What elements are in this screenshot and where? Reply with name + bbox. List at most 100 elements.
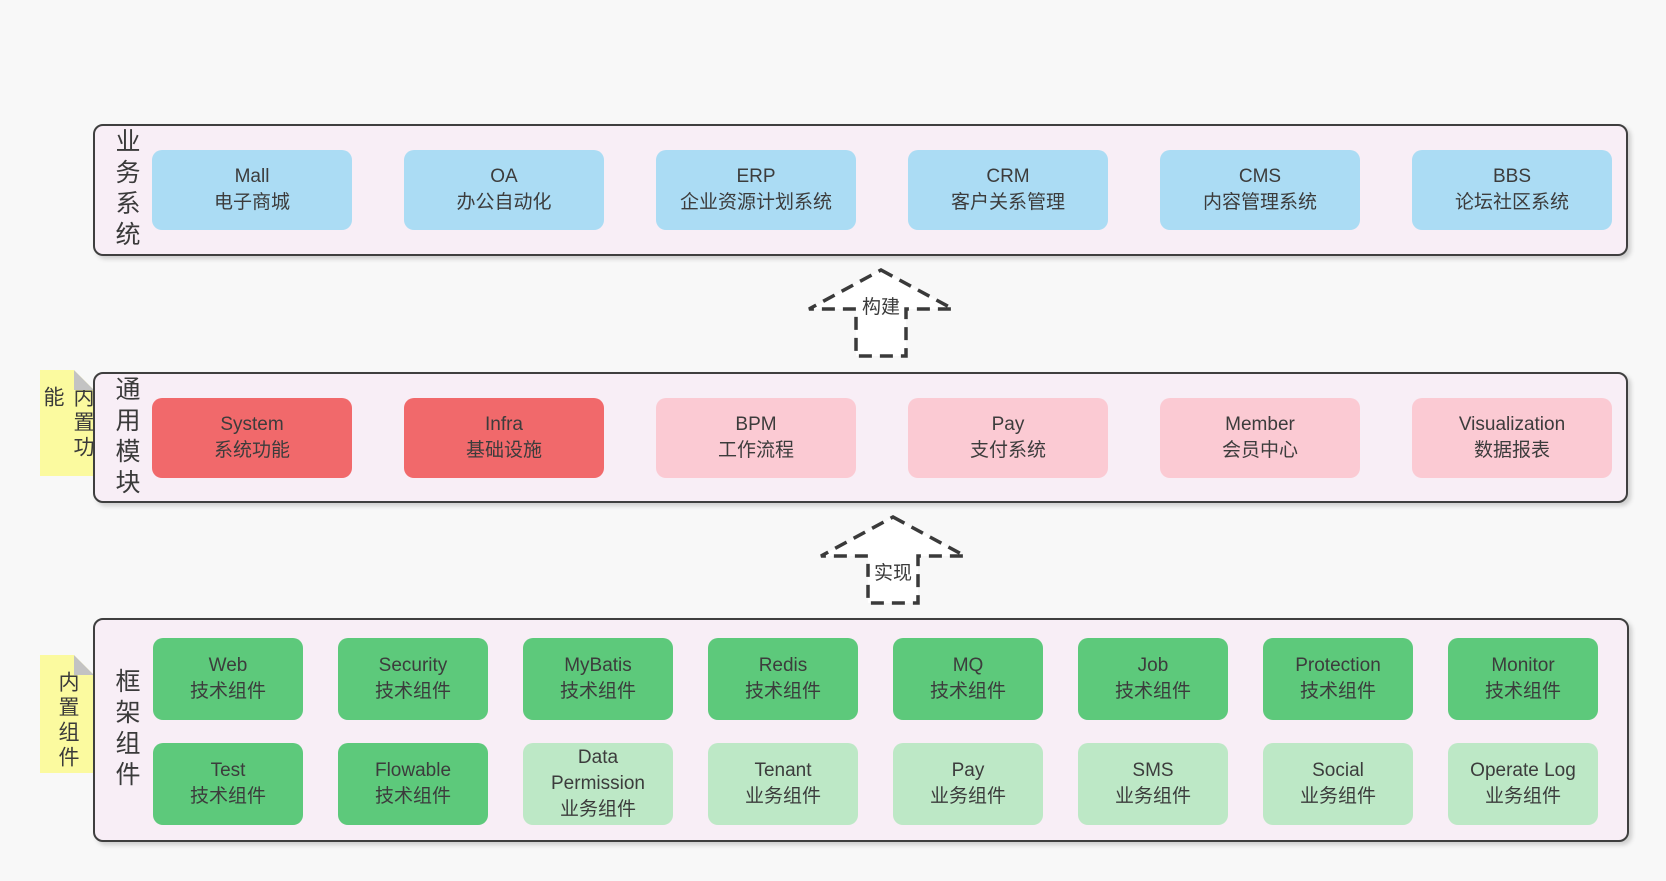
box-member: Member 会员中心: [1160, 398, 1360, 478]
panel-side-label: 框架组件: [112, 668, 140, 792]
box-en-label: BPM: [735, 414, 777, 435]
dashed-up-arrow-icon: [820, 515, 966, 605]
box-system: System 系统功能: [152, 398, 352, 478]
box-zh-label: 企业资源计划系统: [679, 192, 832, 213]
box-infra: Infra 基础设施: [404, 398, 604, 478]
box-zh-label: 业务组件: [559, 799, 636, 820]
box-en-label: Flowable: [374, 760, 452, 781]
box-bpm: BPM 工作流程: [656, 398, 856, 478]
implement-arrow: 实现: [817, 514, 969, 606]
box-job: Job 技术组件: [1078, 638, 1228, 720]
box-mq: MQ 技术组件: [893, 638, 1043, 720]
box-zh-label: 技术组件: [189, 681, 266, 702]
box-en-label: Mall: [234, 166, 270, 187]
box-en-label: Job: [1137, 655, 1169, 676]
box-zh-label: 业务组件: [1484, 786, 1561, 807]
box-en-label: Infra: [484, 414, 524, 435]
box-en-label: BBS: [1492, 166, 1532, 187]
sticky-note-label: 内置功能: [41, 386, 94, 461]
box-cms: CMS 内容管理系统: [1160, 150, 1360, 230]
box-operate-log: Operate Log 业务组件: [1448, 743, 1598, 825]
arrow-label: 实现: [870, 561, 916, 587]
box-zh-label: 系统功能: [213, 440, 290, 461]
arrow-label: 构建: [858, 295, 904, 321]
box-pay-component: Pay 业务组件: [893, 743, 1043, 825]
panel-side-label: 通用模块: [112, 375, 140, 500]
box-en-label: Test: [210, 760, 246, 781]
box-monitor: Monitor 技术组件: [1448, 638, 1598, 720]
box-en-label: Tenant: [754, 760, 812, 781]
box-oa: OA 办公自动化: [404, 150, 604, 230]
box-en-label: Web: [208, 655, 248, 676]
box-zh-label: 技术组件: [374, 786, 451, 807]
modules-box-row: System 系统功能 Infra 基础设施 BPM 工作流程 Pay 支付系统…: [152, 398, 1612, 478]
box-zh-label: 客户关系管理: [950, 192, 1065, 213]
box-mybatis: MyBatis 技术组件: [523, 638, 673, 720]
box-zh-label: 办公自动化: [456, 192, 552, 213]
box-en-label: Operate Log: [1470, 760, 1576, 781]
box-crm: CRM 客户关系管理: [908, 150, 1108, 230]
box-social: Social 业务组件: [1263, 743, 1413, 825]
box-zh-label: 业务组件: [929, 786, 1006, 807]
box-erp: ERP 企业资源计划系统: [656, 150, 856, 230]
sticky-note-built-in-components: 内置组件: [40, 655, 94, 773]
box-en-label: CMS: [1238, 166, 1282, 187]
box-en-label: SMS: [1132, 760, 1174, 781]
box-sms: SMS 业务组件: [1078, 743, 1228, 825]
box-zh-label: 内容管理系统: [1202, 192, 1317, 213]
folded-corner-icon: [74, 655, 94, 675]
box-data-permission: Data Permission 业务组件: [523, 743, 673, 825]
box-en-label: Pay: [951, 760, 985, 781]
box-visualization: Visualization 数据报表: [1412, 398, 1612, 478]
box-en-label: Data Permission: [551, 747, 645, 794]
framework-box-grid: Web 技术组件 Security 技术组件 MyBatis 技术组件 Redi…: [153, 638, 1598, 825]
box-en-label: System: [220, 414, 284, 435]
panel-side-label: 业务系统: [112, 128, 140, 252]
box-zh-label: 技术组件: [929, 681, 1006, 702]
box-test: Test 技术组件: [153, 743, 303, 825]
box-en-label: Social: [1312, 760, 1364, 781]
box-en-label: ERP: [736, 166, 776, 187]
panel-framework-components: 框架组件 Web 技术组件 Security 技术组件 MyBatis 技术组件…: [93, 618, 1629, 842]
box-security: Security 技术组件: [338, 638, 488, 720]
box-zh-label: 业务组件: [1299, 786, 1376, 807]
panel-common-modules: 通用模块 System 系统功能 Infra 基础设施 BPM 工作流程 Pay…: [93, 372, 1628, 503]
box-en-label: Protection: [1295, 655, 1381, 676]
box-en-label: Visualization: [1458, 414, 1566, 435]
box-web: Web 技术组件: [153, 638, 303, 720]
folded-corner-icon: [74, 370, 94, 390]
box-redis: Redis 技术组件: [708, 638, 858, 720]
box-zh-label: 业务组件: [1114, 786, 1191, 807]
box-en-label: Security: [378, 655, 448, 676]
box-pay: Pay 支付系统: [908, 398, 1108, 478]
box-en-label: MyBatis: [564, 655, 632, 676]
box-en-label: CRM: [986, 166, 1030, 187]
box-zh-label: 技术组件: [744, 681, 821, 702]
box-zh-label: 技术组件: [1299, 681, 1376, 702]
box-en-label: MQ: [952, 655, 984, 676]
box-zh-label: 支付系统: [969, 440, 1046, 461]
box-zh-label: 技术组件: [374, 681, 451, 702]
build-arrow: 构建: [805, 267, 957, 359]
box-zh-label: 技术组件: [189, 786, 266, 807]
box-tenant: Tenant 业务组件: [708, 743, 858, 825]
box-zh-label: 基础设施: [465, 440, 542, 461]
box-zh-label: 技术组件: [1114, 681, 1191, 702]
box-zh-label: 论坛社区系统: [1454, 192, 1569, 213]
box-en-label: Monitor: [1491, 655, 1555, 676]
box-zh-label: 业务组件: [744, 786, 821, 807]
box-mall: Mall 电子商城: [152, 150, 352, 230]
box-en-label: Redis: [758, 655, 808, 676]
box-zh-label: 工作流程: [717, 440, 794, 461]
box-zh-label: 数据报表: [1473, 440, 1550, 461]
box-zh-label: 技术组件: [559, 681, 636, 702]
box-bbs: BBS 论坛社区系统: [1412, 150, 1612, 230]
box-en-label: Member: [1225, 414, 1295, 435]
box-flowable: Flowable 技术组件: [338, 743, 488, 825]
sticky-note-built-in-features: 内置功能: [40, 370, 94, 476]
box-zh-label: 会员中心: [1221, 440, 1298, 461]
business-box-row: Mall 电子商城 OA 办公自动化 ERP 企业资源计划系统 CRM 客户关系…: [152, 150, 1612, 230]
panel-business-systems: 业务系统 Mall 电子商城 OA 办公自动化 ERP 企业资源计划系统 CRM…: [93, 124, 1628, 256]
sticky-note-label: 内置组件: [56, 671, 79, 771]
